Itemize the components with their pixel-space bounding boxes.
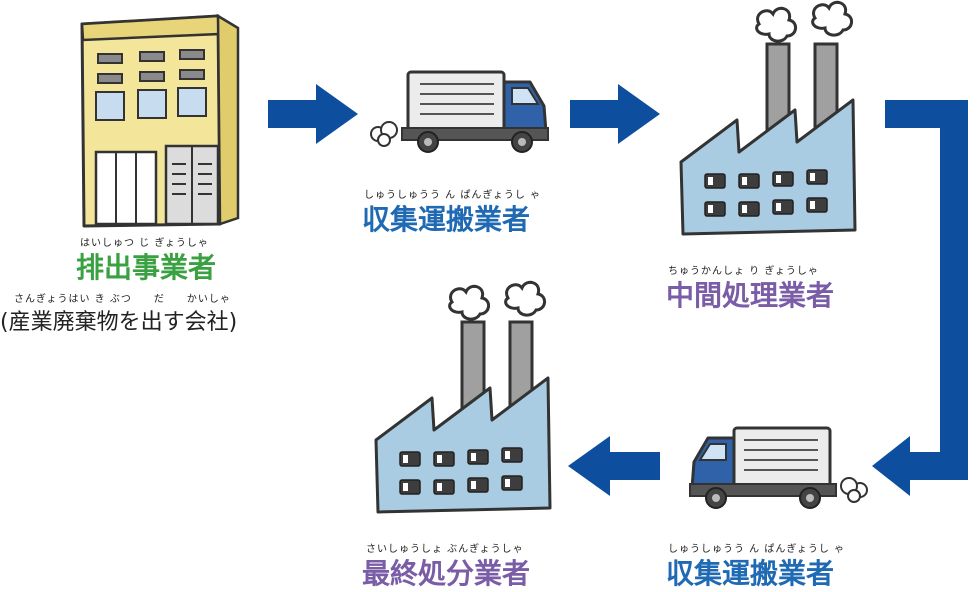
intermediate-label: 中間処理業者 xyxy=(666,279,835,312)
transporter-2-ruby: しゅうしゅうう ん ぱんぎょうし ゃ xyxy=(668,544,846,555)
exhaust-smoke-icon xyxy=(370,121,398,147)
final-ruby: さいしゅうしょ ぶんぎょうしゃ xyxy=(366,544,524,555)
intermediate-ruby: ちゅうかんしょ り ぎょうしゃ xyxy=(668,266,819,277)
factory-icon xyxy=(679,0,857,236)
final-label: 最終処分業者 xyxy=(362,557,531,590)
truck-icon xyxy=(370,70,549,153)
exhaust-smoke-icon xyxy=(840,477,868,503)
smoke-icon xyxy=(755,0,853,43)
office-building-icon xyxy=(80,13,240,228)
smoke-icon xyxy=(448,280,546,321)
generator-ruby: はいしゅつ じ ぎょうしゃ xyxy=(80,238,209,249)
generator-description: (産業廃棄物を出す会社) xyxy=(0,310,238,335)
transporter-1-ruby: しゅうしゅうう ん ぱんぎょうし ゃ xyxy=(364,190,542,201)
generator-sub-ruby: さんぎょうはい き ぶつ だ かいしゃ xyxy=(14,294,231,305)
transporter-2-label: 収集運搬業者 xyxy=(666,557,835,590)
factory-icon xyxy=(374,280,552,514)
transporter-1-label: 収集運搬業者 xyxy=(362,203,531,236)
truck-icon xyxy=(689,426,868,509)
generator-label: 排出事業者 xyxy=(76,251,217,284)
